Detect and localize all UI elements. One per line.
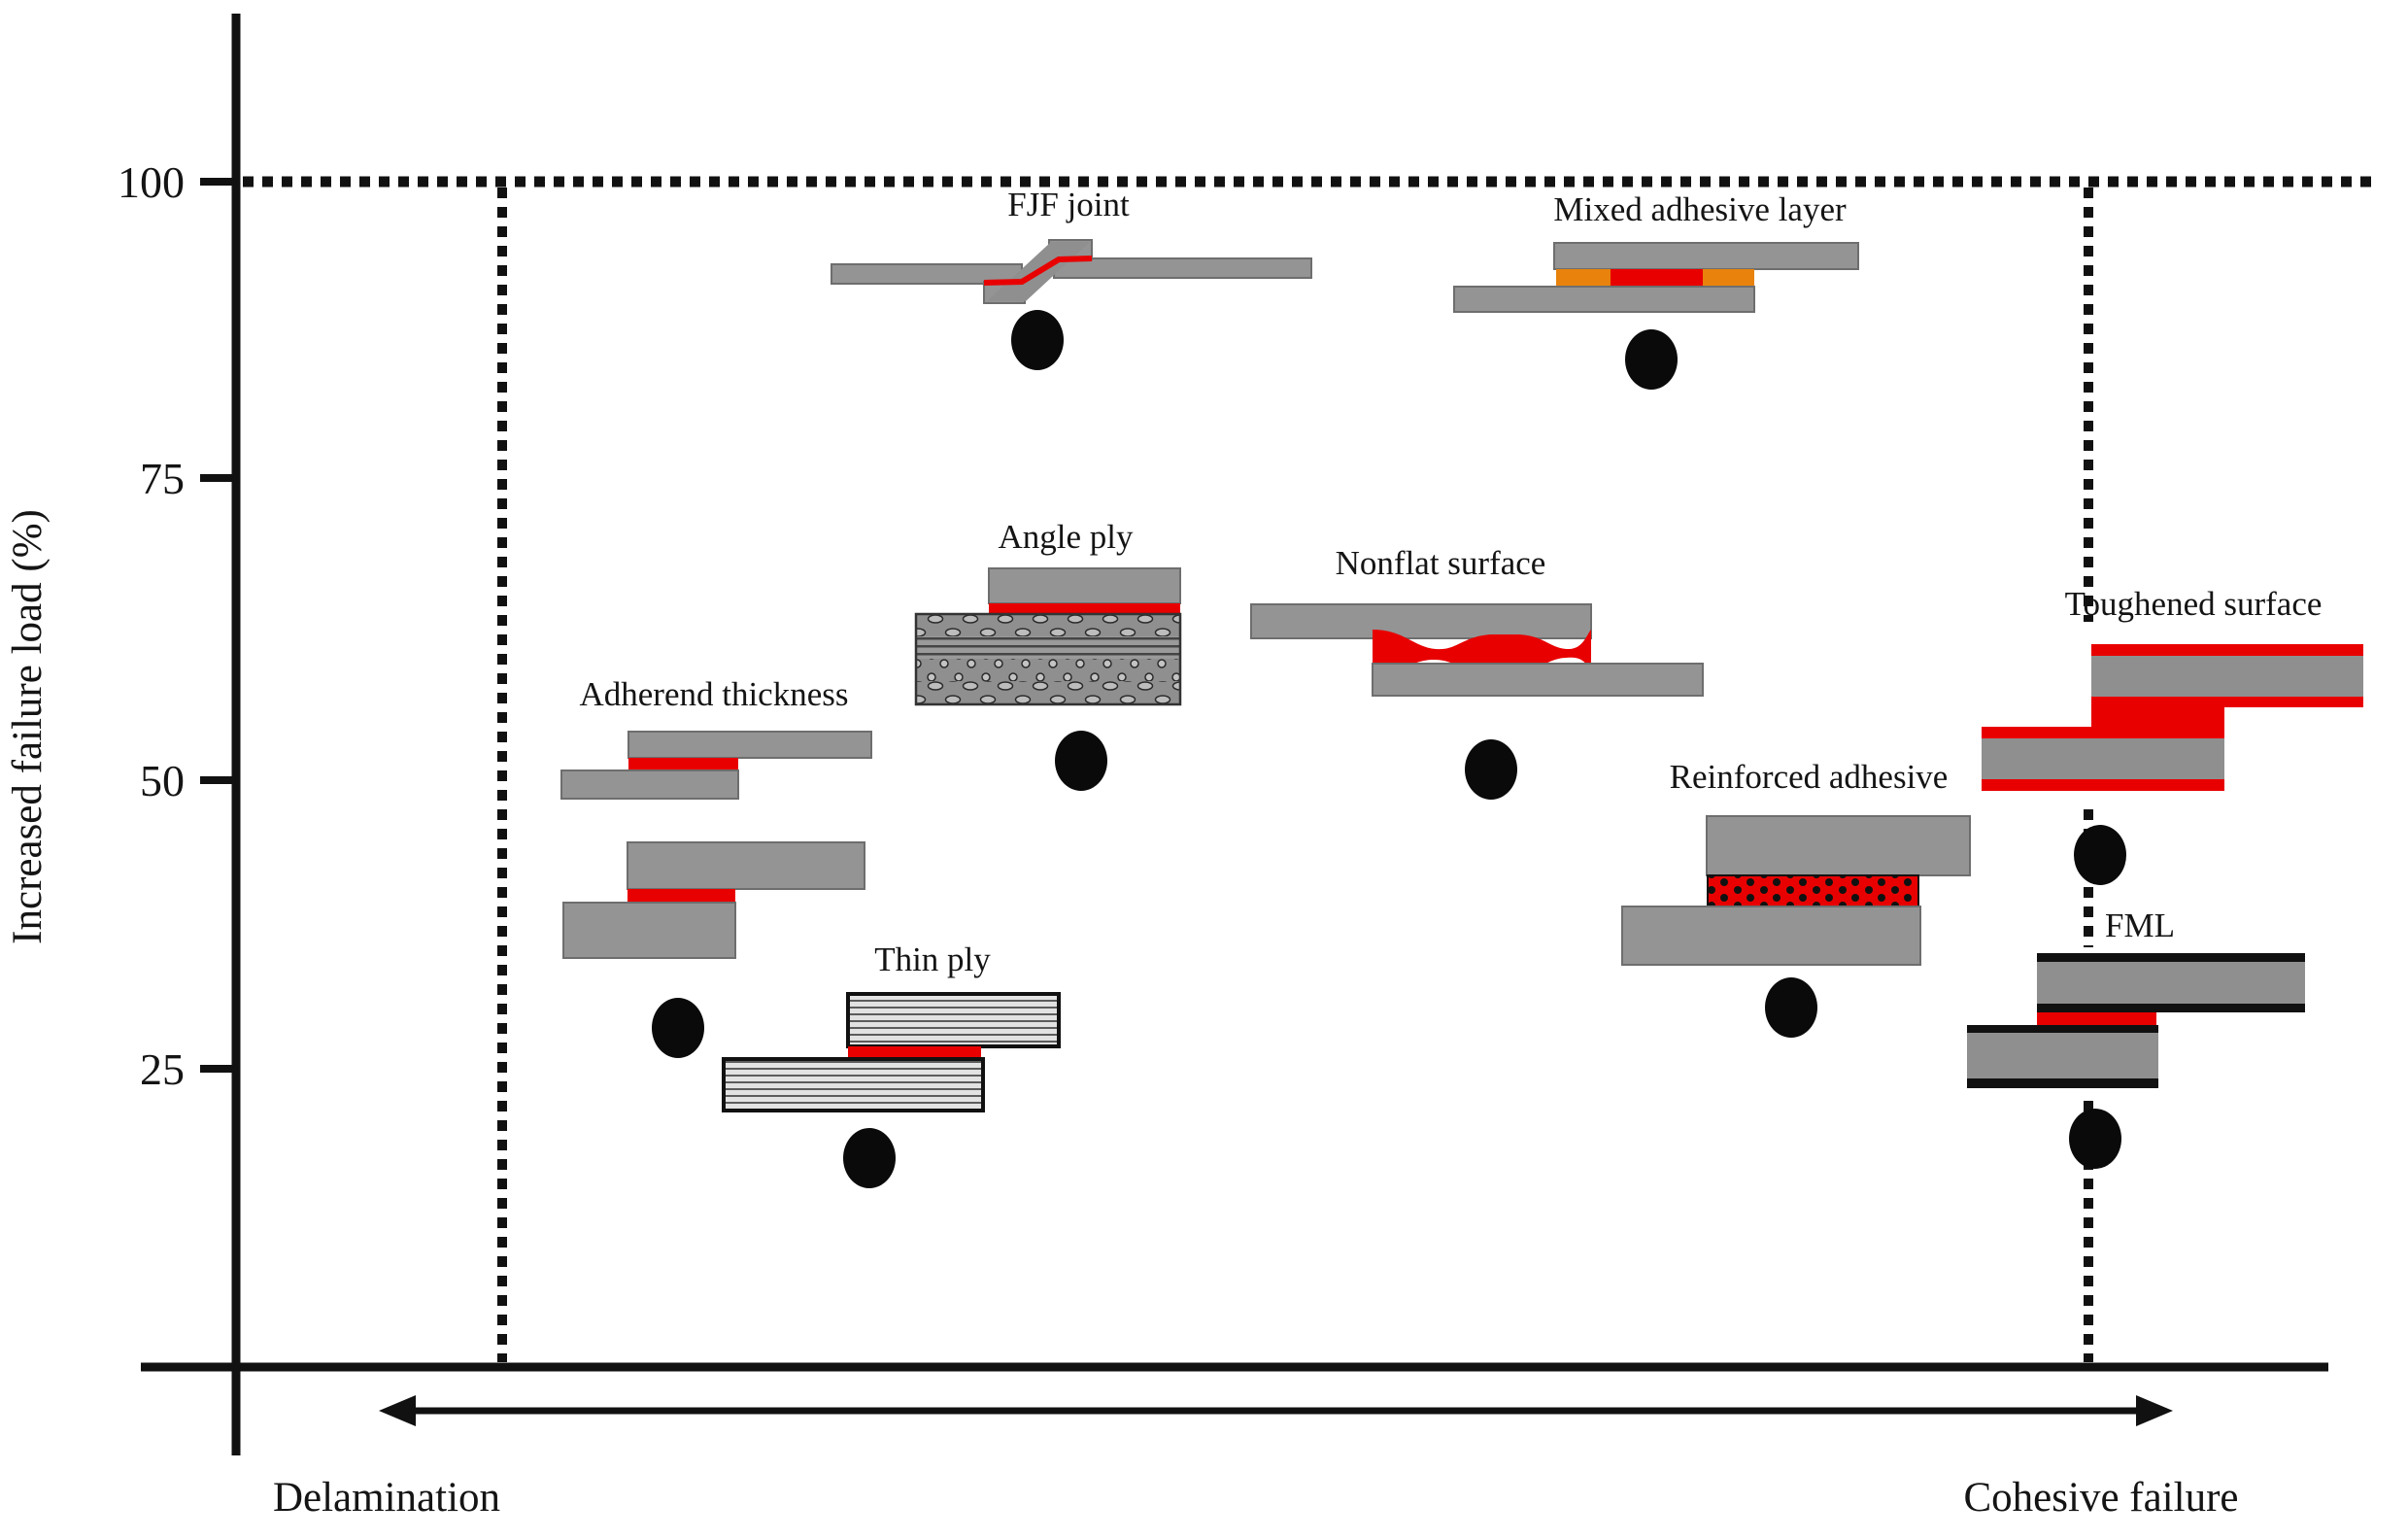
marker-thin-ply — [843, 1128, 896, 1188]
toughened-bond-column — [2091, 707, 2224, 728]
mixed-adhesive-orange-right — [1703, 269, 1754, 287]
label-toughened-surface: Toughened surface — [2065, 585, 2323, 623]
mixed-upper-adherend — [1553, 242, 1859, 270]
y-tick-label-100: 100 — [118, 157, 185, 207]
angle-ply-layer-1 — [916, 614, 1180, 636]
arrowhead-left-icon — [379, 1395, 416, 1426]
fjf-bondline — [983, 256, 1093, 286]
illustration-toughened-surface — [1982, 644, 2363, 791]
angle-laminate-outline — [914, 612, 1182, 706]
marker-fml — [2069, 1109, 2121, 1169]
illustration-angle-ply — [914, 567, 1182, 706]
thin-joint-bondline — [628, 758, 738, 770]
angle-bondline — [989, 603, 1180, 614]
thinply-bondline — [848, 1046, 981, 1060]
thin-joint-lower-adherend — [560, 770, 739, 800]
marker-fjf-joint — [1011, 310, 1064, 370]
fml-upper-core — [2037, 962, 2305, 1004]
angle-ply-layer-3 — [916, 659, 1180, 681]
y-tick-label-25: 25 — [140, 1044, 185, 1094]
label-nonflat-surface: Nonflat surface — [1336, 544, 1546, 582]
label-mixed-adhesive: Mixed adhesive layer — [1553, 190, 1847, 228]
thick-joint-bondline — [627, 889, 735, 903]
toughened-upper-adherend — [2091, 656, 2363, 697]
label-fjf-joint: FJF joint — [1007, 186, 1130, 223]
failure-mode-arrow — [379, 1395, 2173, 1426]
thin-joint-upper-adherend — [627, 731, 872, 759]
nonflat-lower-adherend — [1372, 663, 1704, 697]
mixed-adhesive-orange-left — [1556, 269, 1611, 287]
label-angle-ply: Angle ply — [998, 518, 1134, 556]
label-adherend-thickness: Adherend thickness — [579, 675, 848, 713]
label-thin-ply: Thin ply — [874, 940, 991, 978]
fml-lower-core — [1967, 1033, 2158, 1078]
marker-nonflat-surface — [1465, 739, 1517, 800]
mixed-lower-adherend — [1453, 286, 1755, 313]
arrowhead-right-icon — [2136, 1395, 2173, 1426]
marker-reinforced-adhesive — [1765, 977, 1817, 1038]
illustration-fjf-joint — [831, 239, 1312, 304]
thick-joint-upper-adherend — [627, 841, 865, 890]
label-fml: FML — [2105, 906, 2175, 944]
reinforced-lower-adherend — [1621, 906, 1921, 966]
illustration-reinforced-adhesive — [1621, 815, 1971, 966]
label-reinforced-adhesive: Reinforced adhesive — [1670, 758, 1949, 796]
x-label-delamination: Delamination — [273, 1475, 500, 1521]
mixed-adhesive-red-center — [1611, 269, 1703, 287]
nonflat-upper-adherend — [1250, 603, 1592, 639]
illustration-mixed-adhesive — [1453, 242, 1859, 313]
reinforced-adhesive-layer — [1707, 874, 1919, 907]
thinply-lower-laminate — [722, 1057, 985, 1112]
marker-mixed-adhesive — [1625, 329, 1678, 390]
nonflat-wavy-bondline — [1373, 630, 1591, 672]
thinply-upper-laminate — [846, 992, 1061, 1048]
illustration-nonflat-surface — [1250, 603, 1704, 697]
y-tick-label-50: 50 — [140, 756, 185, 805]
y-axis-title: Increased failure load (%) — [5, 509, 51, 944]
angle-upper-adherend — [988, 567, 1181, 604]
illustration-fml — [1967, 953, 2305, 1088]
y-tick-label-75: 75 — [140, 454, 185, 503]
angle-ply-layer-4 — [916, 681, 1180, 704]
illustration-thin-ply — [722, 992, 1061, 1112]
fjf-right-adherend — [1053, 257, 1312, 279]
thick-joint-lower-adherend — [562, 902, 736, 959]
marker-toughened-surface — [2074, 825, 2126, 885]
illustration-adherend-thickness — [560, 731, 872, 959]
angle-ply-layer-2 — [916, 636, 1180, 659]
x-label-cohesive-failure: Cohesive failure — [1964, 1475, 2239, 1521]
fml-bondline — [2037, 1012, 2156, 1027]
marker-adherend-thickness — [652, 998, 704, 1058]
reinforced-upper-adherend — [1706, 815, 1971, 876]
marker-angle-ply — [1055, 731, 1107, 791]
toughened-lower-adherend — [1982, 738, 2224, 779]
